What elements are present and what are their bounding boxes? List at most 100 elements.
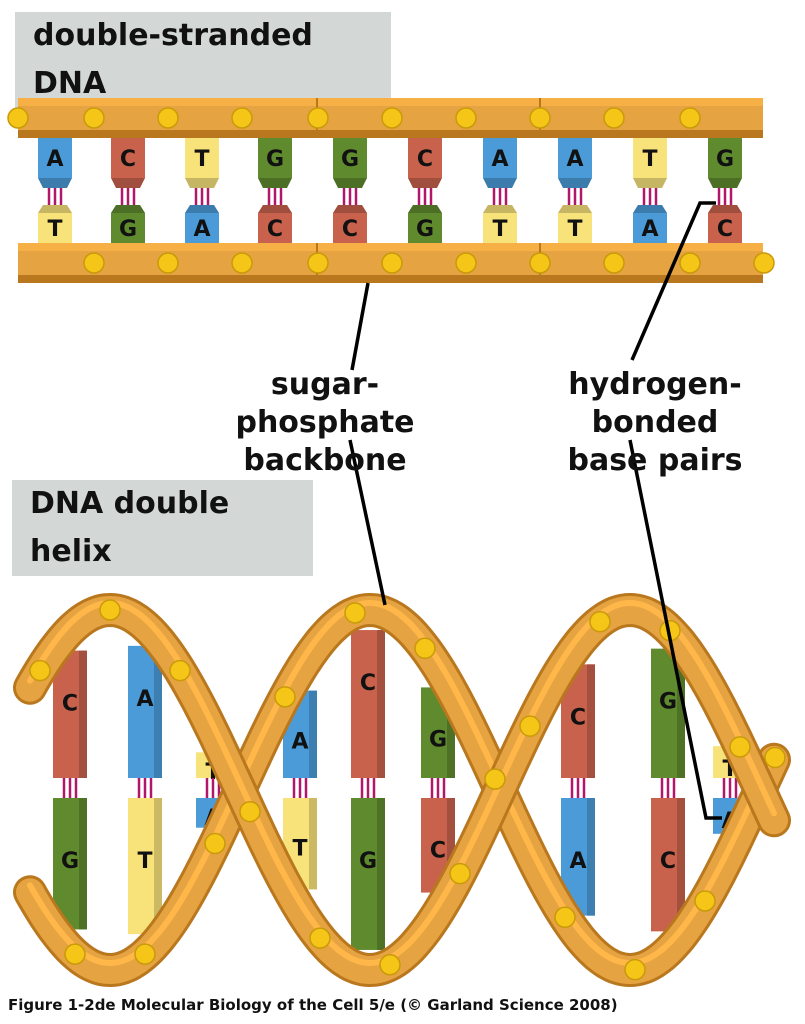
top-base-letter: C (120, 147, 136, 172)
helix-phosphate-bead (64, 943, 86, 965)
bottom-base-tip (558, 205, 592, 213)
helix-lower-letter: T (292, 837, 307, 862)
top-base-letter: C (417, 147, 433, 172)
phosphate-bead (307, 107, 329, 129)
helix-phosphate-bead (764, 746, 786, 769)
helix-lower-base-side (587, 798, 595, 916)
bottom-base-tip (185, 205, 219, 213)
phosphate-bead (603, 107, 625, 129)
helix-phosphate-bead (204, 832, 226, 855)
phosphate-bead (753, 252, 775, 274)
backbone-label-line-1: sugar-phosphate (235, 367, 415, 440)
bottom-base-letter: C (342, 217, 358, 242)
backbone-leader-top (350, 282, 370, 371)
bottom-base-block (633, 213, 667, 243)
helix-upper-letter: A (136, 687, 153, 712)
top-base-letter: A (491, 147, 508, 172)
helix-upper-letter: A (291, 729, 308, 754)
top-base-letter: T (194, 147, 209, 172)
top-base-tip (38, 178, 72, 188)
top-base-tip (333, 178, 367, 188)
bottom-base-tip (708, 205, 742, 213)
helix-strand-front (16, 595, 788, 985)
helix-upper-letter: C (570, 705, 586, 730)
top-base-block (111, 138, 145, 178)
helix-upper-letter: C (360, 671, 376, 696)
base-pair-leader-bottom (628, 439, 722, 820)
bottom-base-block (558, 213, 592, 243)
phosphate-bead (231, 252, 253, 274)
double-stranded-dna-title: double-stranded DNA (15, 12, 391, 108)
phosphate-bead (381, 252, 403, 274)
top-backbone-highlight (18, 98, 763, 106)
bottom-base-tip (258, 205, 292, 213)
bottom-base-letter: A (641, 217, 658, 242)
helix-lower-base-side (377, 798, 385, 950)
helix-lower-base-side (677, 798, 685, 932)
double-helix-title: DNA double helix (12, 480, 313, 576)
bottom-base-letter: A (193, 217, 210, 242)
helix-phosphate-bead (519, 715, 541, 737)
helix-lower-letter: A (569, 849, 586, 874)
top-base-block (633, 138, 667, 178)
helix-upper-base-side (154, 645, 162, 778)
bottom-base-tip (633, 205, 667, 213)
bottom-base-tip (111, 205, 145, 213)
bottom-backbone-shadow (18, 275, 763, 283)
top-base-tip (633, 178, 667, 188)
bottom-base-block (708, 213, 742, 243)
helix-upper-base-side (447, 687, 455, 778)
helix-phosphate-bead (694, 890, 716, 912)
helix-lower-base-side (154, 798, 162, 935)
top-base-tip (185, 178, 219, 188)
backbone-label-line-2: backbone (243, 443, 407, 478)
top-base-block (408, 138, 442, 178)
phosphate-bead (679, 252, 701, 274)
bottom-base-block (111, 213, 145, 243)
helix-strand-front-highlight (27, 599, 777, 967)
top-base-tip (708, 178, 742, 188)
phosphate-bead (455, 252, 477, 274)
bottom-base-tip (408, 205, 442, 213)
top-base-block (558, 138, 592, 178)
top-base-block (483, 138, 517, 178)
phosphate-bead (157, 107, 179, 129)
base-pairs-label-line-1: hydrogen-bonded (568, 367, 742, 440)
phosphate-bead (7, 107, 29, 129)
helix-lower-letter: G (359, 849, 377, 874)
top-base-tip (483, 178, 517, 188)
top-base-tip (111, 178, 145, 188)
bottom-base-letter: T (492, 217, 507, 242)
helix-lower-letter: C (660, 849, 676, 874)
phosphate-bead (307, 252, 329, 274)
top-base-tip (558, 178, 592, 188)
helix-phosphate-bead (344, 602, 366, 624)
phosphate-bead (529, 107, 551, 129)
bottom-base-block (333, 213, 367, 243)
bottom-base-block (185, 213, 219, 243)
base-pairs-label-line-2: base pairs (567, 443, 743, 478)
top-backbone-shadow (18, 130, 763, 138)
helix-upper-base-side (309, 690, 317, 778)
phosphate-bead (679, 107, 701, 129)
helix-phosphate-bead (274, 686, 296, 708)
helix-lower-base-side (309, 798, 317, 890)
helix-phosphate-bead (169, 659, 191, 682)
phosphate-bead (83, 252, 105, 274)
top-base-letter: T (642, 147, 657, 172)
top-base-letter: G (266, 147, 284, 172)
top-base-letter: G (341, 147, 359, 172)
helix-lower-letter: T (137, 849, 152, 874)
helix-phosphate-bead (29, 659, 51, 682)
bottom-base-block (483, 213, 517, 243)
helix-phosphate-bead (414, 637, 436, 660)
top-base-block (258, 138, 292, 178)
helix-phosphate-bead (624, 958, 646, 981)
helix-phosphate-bead (379, 954, 401, 976)
bottom-base-letter: G (416, 217, 434, 242)
helix-phosphate-bead (134, 943, 156, 965)
helix-upper-letter: G (659, 690, 677, 715)
